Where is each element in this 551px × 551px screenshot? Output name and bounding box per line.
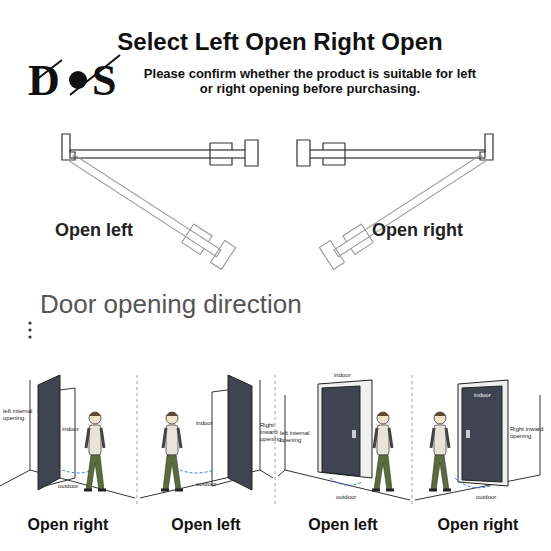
side-note: left internal opening <box>3 408 43 422</box>
note: Please confirm whether the product is su… <box>140 67 480 97</box>
direction-label: Open left <box>55 220 165 241</box>
logo-letter: D <box>28 56 72 107</box>
room-label: outdoor <box>476 494 506 501</box>
logo-letter: S <box>92 56 136 107</box>
panel-caption: Open right <box>418 516 538 534</box>
room-label: indoor <box>474 392 500 399</box>
section-heading: Door opening direction <box>40 290 340 320</box>
direction-label: Open right <box>372 220 482 241</box>
side-note: Right inward opening <box>260 422 274 443</box>
title: Select Left Open Right Open <box>60 28 500 56</box>
room-label: indoor <box>334 372 364 379</box>
room-label: indoor <box>62 426 92 433</box>
side-note: left internal opening <box>280 430 316 444</box>
panel-caption: Open left <box>283 516 403 534</box>
room-label: outdoor <box>58 483 88 490</box>
room-label: outdoor <box>336 494 366 501</box>
room-label: outdoor <box>196 481 226 488</box>
room-label: indoor <box>196 420 226 427</box>
panel-caption: Open left <box>146 516 266 534</box>
panel-caption: Open right <box>8 516 128 534</box>
side-note: Right inward opening <box>510 426 548 440</box>
